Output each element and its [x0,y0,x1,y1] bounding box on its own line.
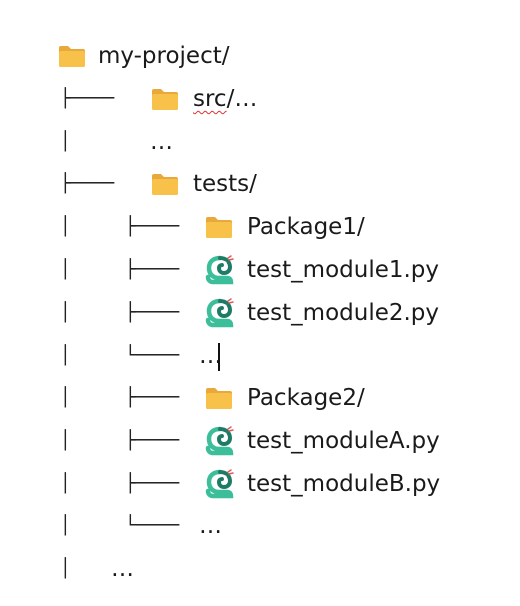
tree-connector: │ ├──── [60,216,180,237]
spellcheck-word: src [193,86,227,112]
tree-connector: │ ├──── [60,259,180,280]
tree-row-package2[interactable]: │ ├──── Package2/ [0,380,520,416]
text-cursor [218,343,220,371]
file-name-test-module1: test_module1.py [247,257,440,283]
python-file-icon [205,298,235,328]
tree-row-trailing-ellipsis: │ … [0,551,520,587]
tree-root[interactable]: my-project/ [0,38,520,74]
tree-connector: ├──── [60,173,115,194]
tree-row-src[interactable]: ├──── src/… [0,81,520,117]
python-file-icon [205,426,235,456]
tree-connector: │ ├──── [60,302,180,323]
python-file-icon [205,469,235,499]
file-name-test-module2: test_module2.py [247,300,440,326]
tree-row-test-module2[interactable]: │ ├──── test_module2.py [0,295,520,331]
folder-icon [205,215,233,239]
tree-row-test-module1[interactable]: │ ├──── test_module1.py [0,252,520,288]
tree-connector: ├──── [60,88,115,109]
tree-connector: │ └──── [60,515,180,536]
tree-row-tests[interactable]: ├──── tests/ [0,166,520,202]
tree-row-test-moduleA[interactable]: │ ├──── test_moduleA.py [0,423,520,459]
folder-name-tests: tests/ [193,171,257,197]
tree-connector: │ [60,131,71,152]
file-name-test-moduleA: test_moduleA.py [247,428,440,454]
file-name-test-moduleB: test_moduleB.py [247,471,441,497]
ellipsis-text: … [199,343,222,369]
tree-row-ellipsis: │ … [0,124,520,160]
folder-name-src: src/… [193,81,257,117]
folder-name-package2: Package2/ [247,385,365,411]
tree-row-package2-more: │ └──── … [0,508,520,544]
tree-row-test-moduleB[interactable]: │ ├──── test_moduleB.py [0,466,520,502]
folder-icon [205,386,233,410]
python-file-icon [205,255,235,285]
tree-row-package1-more: │ └──── … [0,338,520,374]
tree-connector: │ ├──── [60,430,180,451]
tree-connector: │ ├──── [60,387,180,408]
tree-row-package1[interactable]: │ ├──── Package1/ [0,209,520,245]
ellipsis-text: … [199,513,222,539]
root-folder-name: my-project/ [98,43,230,69]
tree-connector: │ └──── [60,345,180,366]
ellipsis-text: … [111,556,134,582]
folder-icon [151,87,179,111]
ellipsis-text: … [150,129,173,155]
tree-connector: │ ├──── [60,473,180,494]
folder-name-package1: Package1/ [247,214,365,240]
folder-name-suffix: /… [226,86,258,112]
folder-icon [58,44,86,68]
folder-icon [151,172,179,196]
tree-connector: │ [60,558,71,579]
